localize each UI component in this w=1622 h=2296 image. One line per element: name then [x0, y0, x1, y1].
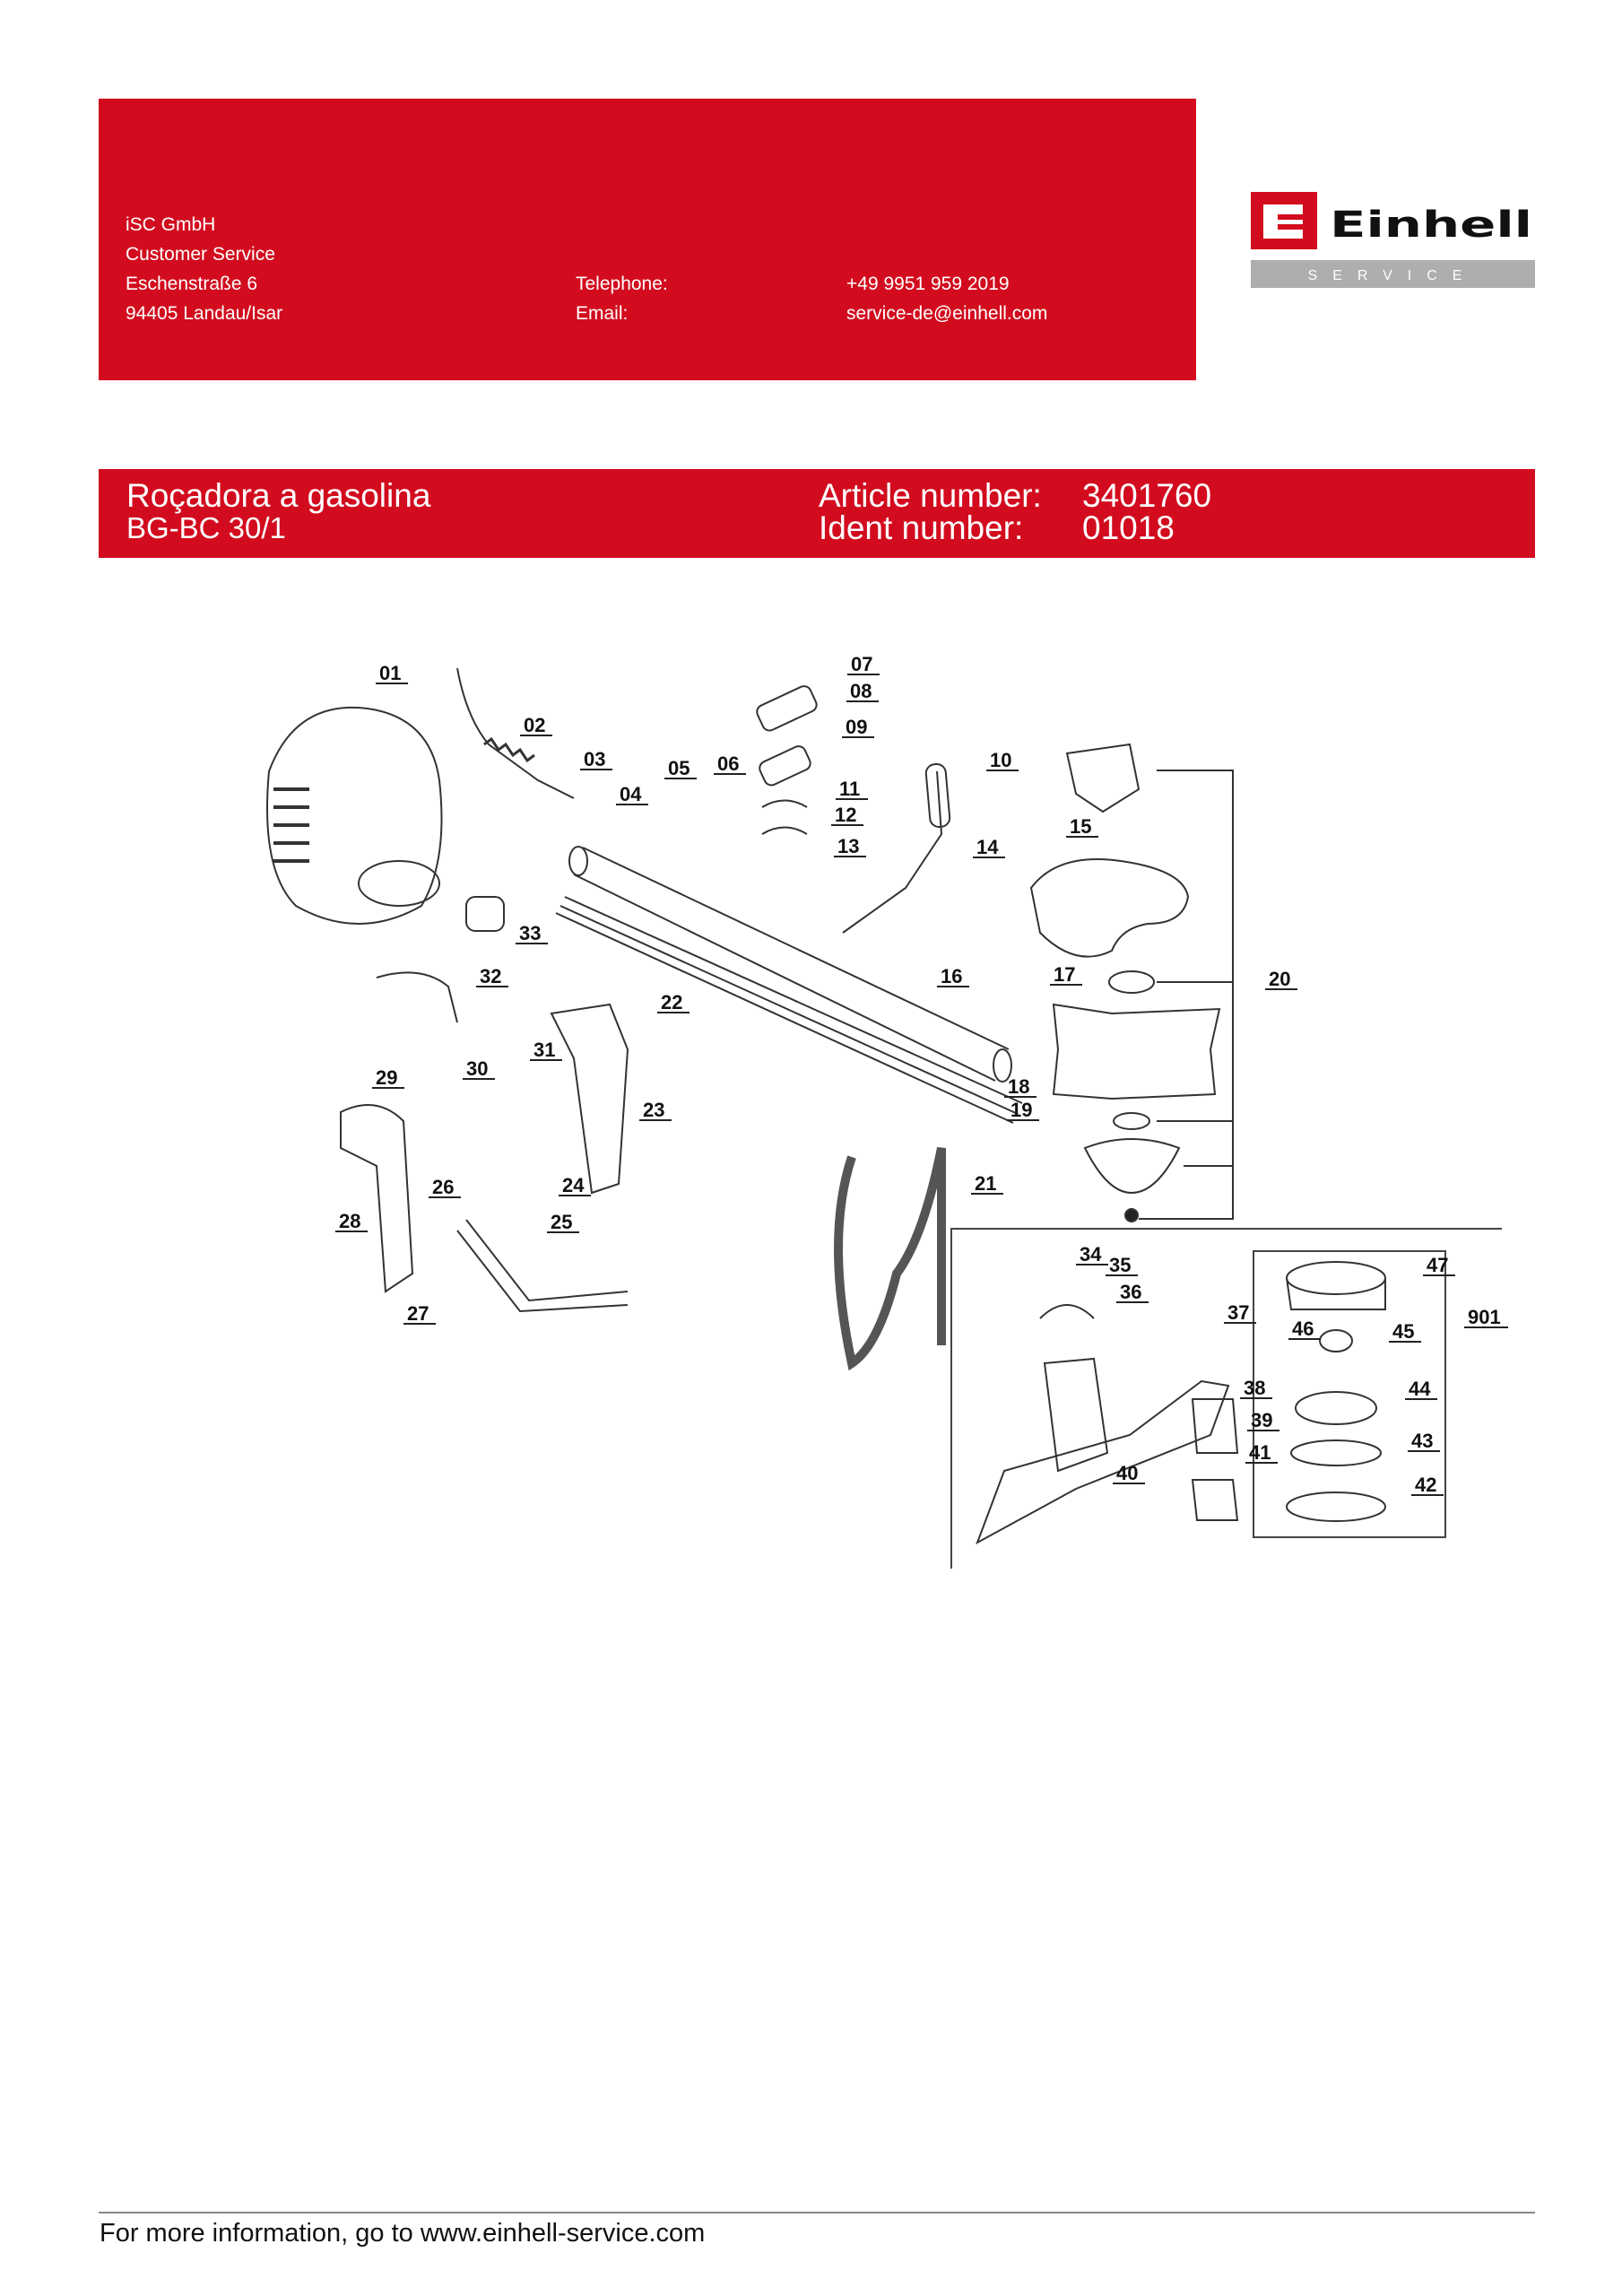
rear-grip	[340, 1104, 414, 1293]
part-label-06: 06	[717, 752, 739, 775]
part-label-36: 36	[1120, 1281, 1141, 1303]
header-contact-box: iSC GmbH Customer Service Eschenstraße 6…	[99, 99, 1196, 380]
part-label-08: 08	[850, 680, 872, 702]
part-label-21: 21	[975, 1172, 996, 1195]
spool-housing	[1286, 1492, 1386, 1522]
part-label-27: 27	[407, 1302, 429, 1325]
einhell-logo-icon: Einhell SERVICE	[1251, 192, 1535, 288]
drive-shaft	[555, 896, 1023, 1124]
line-spool	[1295, 1391, 1377, 1425]
part-label-43: 43	[1411, 1430, 1433, 1452]
part-label-44: 44	[1409, 1378, 1431, 1400]
ident-number-label: Ident number:	[819, 509, 1024, 546]
throttle-cable	[456, 667, 575, 799]
part-label-20: 20	[1269, 968, 1290, 990]
wire-harness	[376, 971, 458, 1023]
part-label-42: 42	[1415, 1474, 1436, 1496]
part-label-03: 03	[584, 748, 605, 770]
part-label-31: 31	[533, 1039, 555, 1061]
company-name: iSC GmbH	[126, 214, 216, 235]
part-label-19: 19	[1010, 1099, 1032, 1121]
part-label-39: 39	[1251, 1409, 1272, 1431]
part-label-33: 33	[519, 922, 541, 944]
spool-cover	[1286, 1261, 1386, 1295]
part-label-47: 47	[1427, 1254, 1448, 1276]
trimmer-guard	[976, 1379, 1230, 1545]
part-label-901: 901	[1468, 1306, 1501, 1328]
part-label-04: 04	[620, 783, 642, 805]
telephone-value: +49 9951 959 2019	[846, 274, 1010, 294]
part-label-30: 30	[466, 1057, 488, 1080]
footer-divider	[99, 2212, 1535, 2213]
cutting-blade	[1052, 1003, 1221, 1100]
footer-info[interactable]: For more information, go to www.einhell-…	[100, 2219, 706, 2248]
blade-guard	[1029, 858, 1190, 958]
part-label-09: 09	[846, 716, 867, 738]
product-name: Roçadora a gasolina	[126, 477, 431, 514]
part-label-22: 22	[661, 991, 682, 1013]
handle-housing	[550, 1003, 629, 1195]
engine-housing	[266, 706, 443, 925]
sleeve	[465, 896, 505, 932]
telephone-label: Telephone:	[576, 274, 668, 294]
part-label-35: 35	[1109, 1254, 1131, 1276]
shoulder-harness	[834, 1147, 946, 1371]
street: Eschenstraße 6	[126, 274, 258, 294]
svg-text:Einhell: Einhell	[1330, 204, 1532, 246]
part-label-05: 05	[668, 757, 690, 779]
article-number-value: 3401760	[1082, 477, 1212, 514]
product-title-bar: Roçadora a gasolina BG-BC 30/1 Article n…	[99, 469, 1535, 558]
part-label-23: 23	[643, 1099, 664, 1121]
part-label-26: 26	[432, 1176, 454, 1198]
gear-head	[1065, 743, 1141, 813]
part-label-01: 01	[379, 662, 401, 684]
engine-cover-opening	[358, 860, 440, 907]
blade-cup	[1083, 1138, 1181, 1195]
trimmer-head-frame	[1253, 1250, 1446, 1538]
part-label-34: 34	[1080, 1243, 1102, 1265]
handle-bar	[456, 1219, 629, 1313]
einhell-service-logo: Einhell SERVICE	[1251, 192, 1535, 289]
part-label-46: 46	[1292, 1318, 1314, 1340]
part-label-40: 40	[1116, 1462, 1138, 1484]
email-value[interactable]: service-de@einhell.com	[846, 303, 1048, 324]
email-label: Email:	[576, 303, 629, 324]
part-label-17: 17	[1054, 963, 1075, 986]
part-20-bracket	[1139, 770, 1234, 1220]
part-label-10: 10	[990, 749, 1011, 771]
city: 94405 Landau/Isar	[126, 303, 283, 324]
part-label-24: 24	[562, 1174, 585, 1196]
loop-handle	[842, 770, 943, 934]
part-label-32: 32	[480, 965, 501, 987]
part-label-15: 15	[1070, 815, 1091, 838]
part-label-16: 16	[941, 965, 962, 987]
ident-number-value: 01018	[1082, 509, 1175, 546]
part-label-45: 45	[1392, 1320, 1414, 1343]
part-label-11: 11	[839, 778, 860, 800]
part-label-37: 37	[1227, 1301, 1249, 1324]
part-label-02: 02	[524, 714, 545, 736]
product-model: BG-BC 30/1	[126, 511, 286, 544]
part-label-14: 14	[976, 836, 999, 858]
svg-text:SERVICE: SERVICE	[1308, 268, 1478, 283]
part-label-25: 25	[551, 1211, 572, 1233]
part-label-12: 12	[835, 804, 856, 826]
drive-tube	[573, 847, 1010, 1082]
part-label-41: 41	[1249, 1441, 1271, 1464]
part-label-07: 07	[851, 653, 872, 675]
trimmer-kit-frame	[950, 1228, 1502, 1569]
part-label-29: 29	[376, 1066, 397, 1089]
department: Customer Service	[126, 244, 275, 265]
part-label-28: 28	[339, 1210, 360, 1232]
part-label-38: 38	[1244, 1377, 1265, 1399]
part-label-13: 13	[837, 835, 859, 857]
article-number-label: Article number:	[819, 477, 1042, 514]
part-drawings	[266, 667, 1502, 1569]
part-label-18: 18	[1008, 1075, 1029, 1098]
